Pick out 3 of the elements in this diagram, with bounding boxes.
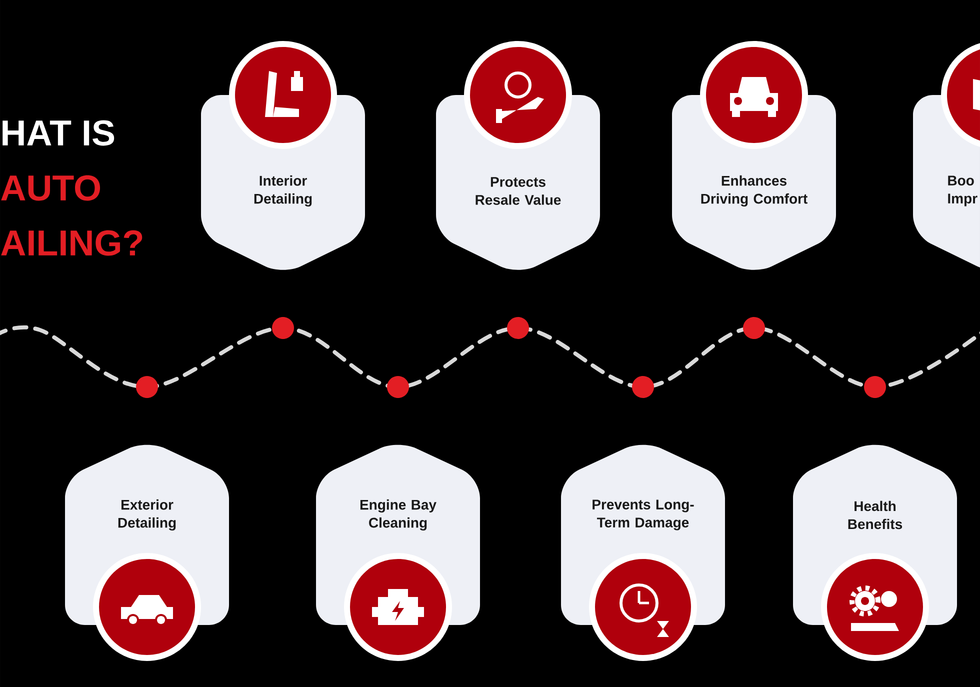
heading-text: AUTO	[1, 175, 100, 201]
heading-text: HAT IS	[2, 120, 114, 146]
heading-text: AILING?	[1, 230, 142, 256]
